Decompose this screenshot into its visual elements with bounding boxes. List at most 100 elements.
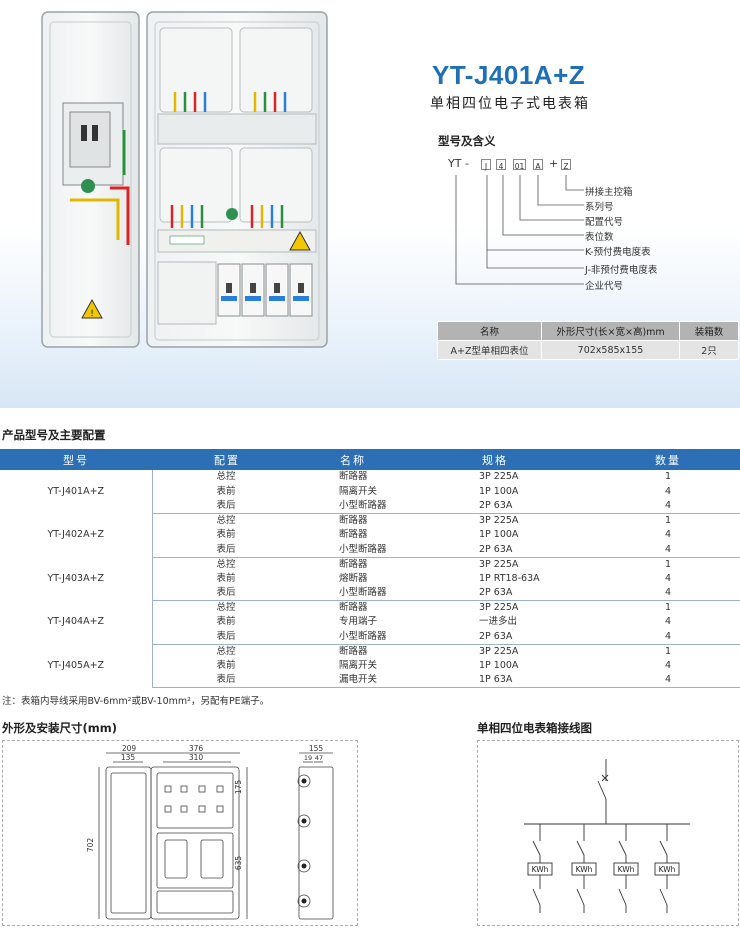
spec-cell: 1P 100A xyxy=(479,485,519,497)
code-part-positions: 4 xyxy=(496,159,506,171)
spec-cell: 1P 100A xyxy=(479,659,519,671)
dim-135: 135 xyxy=(121,753,136,762)
spec-cell: 2P 63A xyxy=(446,629,596,645)
code-part-series: J xyxy=(481,159,491,171)
legend-series: 系列号 xyxy=(585,202,614,213)
config-position-cell: 表后 xyxy=(152,499,302,514)
dimension-drawing: 209 135 376 310 155 19 47 702 175 635 xyxy=(86,744,334,920)
meter-label-3: KWh xyxy=(618,865,635,874)
wiring-diagram-box: KWh KWh KWh KWh xyxy=(477,740,739,926)
spec-header-qty: 装箱数 xyxy=(679,321,739,341)
wiring-title: 单相四位电表箱接线图 xyxy=(477,721,592,735)
quantity-cell: 1 xyxy=(664,471,672,483)
product-subtitle: 单相四位电子式电表箱 xyxy=(430,96,590,112)
spec-cell: 1P 63A xyxy=(446,673,596,688)
dim-209: 209 xyxy=(122,744,137,753)
component-name-cell: 小型断路器 xyxy=(302,629,446,645)
dim-310: 310 xyxy=(189,753,204,762)
cfg-header-model: 型号 xyxy=(0,449,152,470)
product-model: YT-J401A+Z xyxy=(432,60,586,90)
model-cell: YT-J402A+Z xyxy=(0,513,153,557)
spec-cell: 3P 225A xyxy=(479,602,519,613)
meter-label-1: KWh xyxy=(532,865,549,874)
component-name-cell: 断路器 xyxy=(339,515,368,526)
component-name-cell: 小型断路器 xyxy=(302,586,446,601)
legend-non-prepaid: J-非预付费电度表 xyxy=(585,265,658,276)
component-name-cell: 小型断路器 xyxy=(302,542,446,558)
quantity-cell: 4 xyxy=(596,673,740,688)
legend-prepaid: K-预付费电度表 xyxy=(585,247,651,258)
spec-cell: 3P 225A xyxy=(479,558,519,570)
config-position-cell: 表前 xyxy=(216,659,236,671)
config-position-cell: 总控 xyxy=(216,515,236,526)
legend-main-box: 拼接主控箱 xyxy=(585,187,633,198)
quantity-cell: 4 xyxy=(664,659,672,671)
spec-cell: 1P RT18-63A xyxy=(479,572,540,584)
table-row: YT-J403A+Z 总控 断路器 3P 225A 1 xyxy=(0,557,740,601)
config-position-cell: 表前 xyxy=(216,616,236,628)
spec-cell: 2P 63A xyxy=(446,586,596,601)
product-photo: ! xyxy=(41,11,328,348)
code-part-z: Z xyxy=(561,159,571,171)
spec-header-name: 名称 xyxy=(437,321,542,341)
spec-cell-size: 702x585x155 xyxy=(541,340,680,360)
dim-47: 47 xyxy=(315,754,323,762)
quantity-cell: 4 xyxy=(664,572,672,584)
cfg-header-spec: 规格 xyxy=(446,449,596,470)
spec-cell-qty: 2只 xyxy=(679,340,739,360)
config-note: 注：表箱内导线采用BV-6mm²或BV-10mm²，另配有PE端子。 xyxy=(2,696,270,707)
spec-cell: 3P 225A xyxy=(479,471,519,483)
svg-text:!: ! xyxy=(90,309,94,319)
config-position-cell: 表后 xyxy=(152,629,302,645)
code-part-config: 01 xyxy=(513,159,526,171)
dim-702: 702 xyxy=(86,838,95,853)
config-position-cell: 表后 xyxy=(152,673,302,688)
component-name-cell: 断路器 xyxy=(339,529,368,541)
model-cell: YT-J403A+Z xyxy=(0,557,153,601)
meaning-title: 型号及含义 xyxy=(438,134,496,148)
config-position-cell: 表后 xyxy=(152,542,302,558)
cfg-header-qty: 数量 xyxy=(596,449,740,470)
config-position-cell: 表后 xyxy=(152,586,302,601)
spec-cell: 2P 63A xyxy=(446,542,596,558)
config-position-cell: 表前 xyxy=(216,485,236,497)
code-dash: - xyxy=(465,157,469,170)
config-position-cell: 总控 xyxy=(216,645,236,657)
drawing-title: 外形及安装尺寸(mm) xyxy=(2,721,117,735)
quantity-cell: 1 xyxy=(664,602,672,613)
model-cell: YT-J405A+Z xyxy=(0,644,153,688)
config-position-cell: 总控 xyxy=(216,558,236,570)
spec-cell: 3P 225A xyxy=(479,645,519,657)
meter-label-2: KWh xyxy=(576,865,593,874)
component-name-cell: 漏电开关 xyxy=(302,673,446,688)
quantity-cell: 4 xyxy=(596,542,740,558)
model-cell: YT-J401A+Z xyxy=(0,470,153,514)
legend-company: 企业代号 xyxy=(585,281,624,292)
quantity-cell: 4 xyxy=(596,586,740,601)
spec-cell: 一进多出 xyxy=(479,616,518,628)
component-name-cell: 专用端子 xyxy=(339,616,378,628)
cfg-header-name: 名称 xyxy=(302,449,446,470)
dim-635: 635 xyxy=(234,856,243,871)
component-name-cell: 熔断器 xyxy=(339,572,368,584)
model-cell: YT-J404A+Z xyxy=(0,600,153,644)
component-name-cell: 断路器 xyxy=(339,471,368,483)
dim-175: 175 xyxy=(234,780,243,795)
legend-positions: 表位数 xyxy=(585,232,614,243)
spec-header-size: 外形尺寸(长×宽×高)mm xyxy=(541,321,680,341)
component-name-cell: 断路器 xyxy=(339,558,368,570)
spec-cell: 2P 63A xyxy=(446,499,596,514)
quantity-cell: 1 xyxy=(664,558,672,570)
